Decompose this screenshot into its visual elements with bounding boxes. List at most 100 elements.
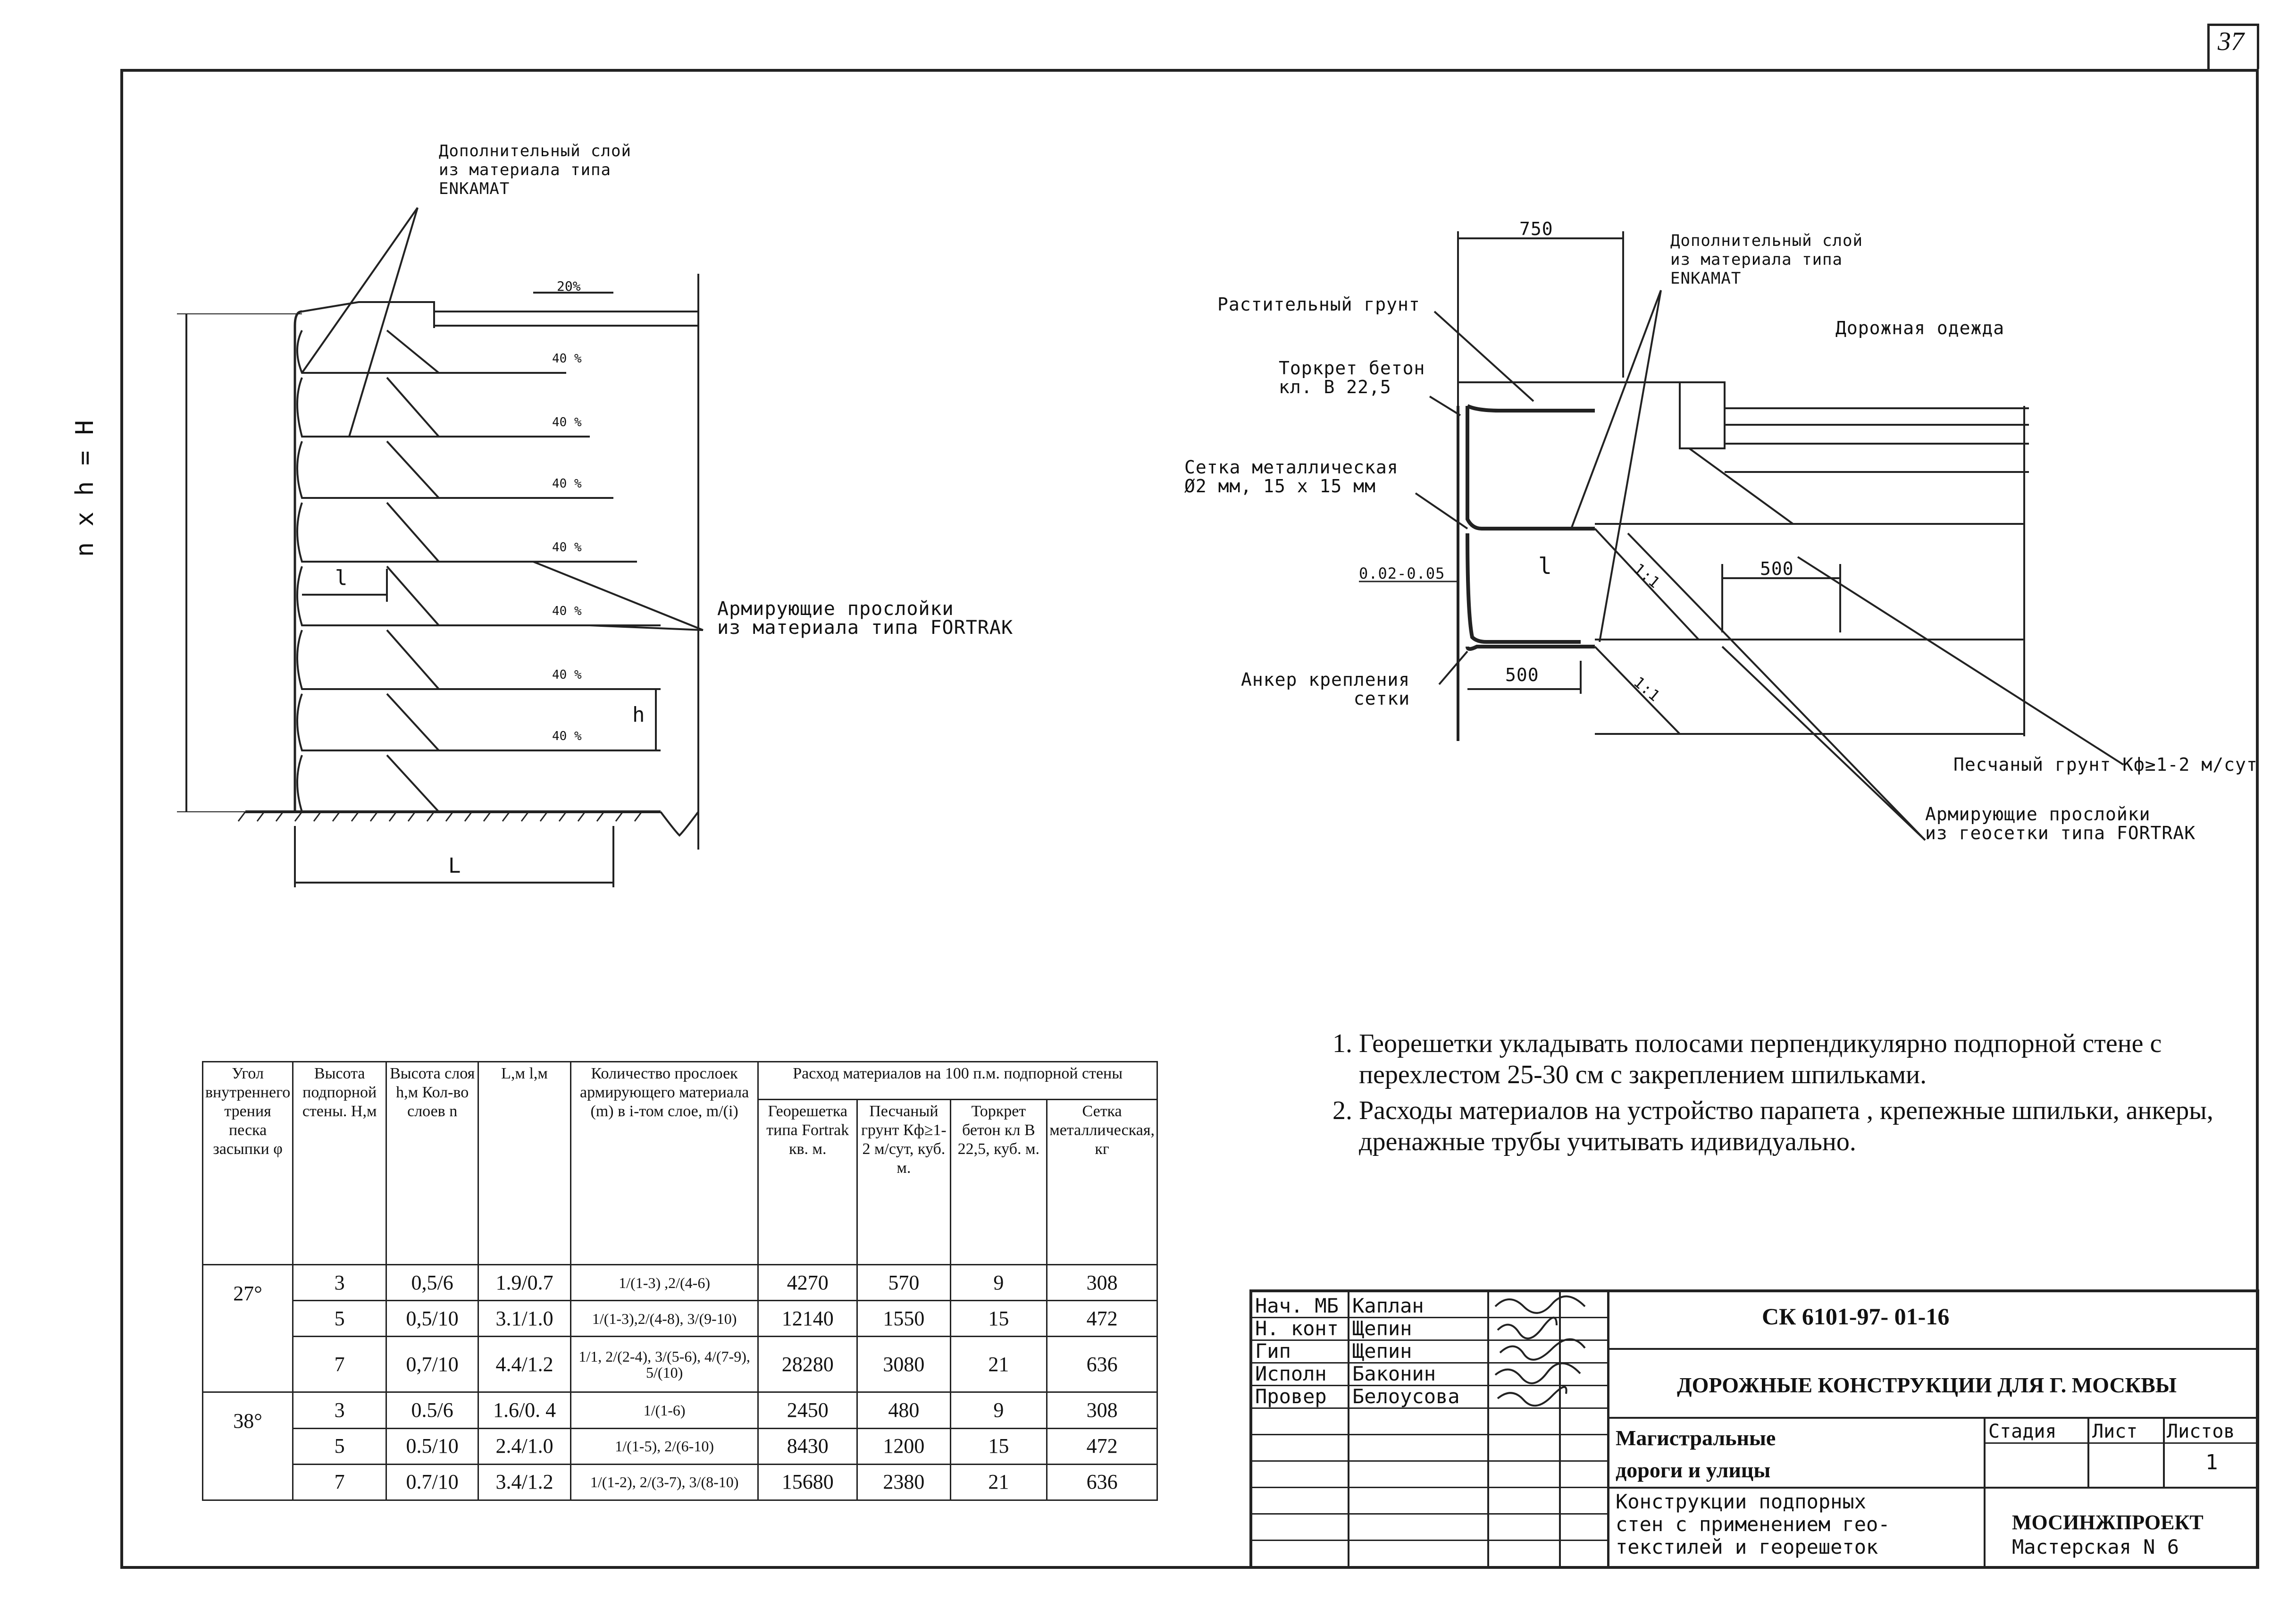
cell-Ll: 1.6/0. 4 <box>478 1391 571 1429</box>
cell-shotcrete: 21 <box>949 1336 1048 1393</box>
header-sand: Песчаный грунт Кф≥1-2 м/сут, куб. м. <box>856 1099 951 1265</box>
cell-Ll: 1.9/0.7 <box>478 1263 571 1302</box>
role-4: Исполн <box>1255 1362 1327 1385</box>
cell-mesh: 472 <box>1046 1300 1158 1338</box>
left-fortrak-label: Армирующие прослойки из материала типа F… <box>717 598 1014 639</box>
sand-label: Песчаный грунт Кф≥1-2 м/сут <box>1953 754 2258 775</box>
cell-fortrak: 12140 <box>757 1300 858 1338</box>
materials-table: Угол внутреннего трения песка засыпки φ … <box>201 1061 1158 1501</box>
name-1: Каплан <box>1352 1294 1424 1317</box>
cell-sand: 570 <box>856 1263 951 1302</box>
cell-Ll: 3.1/1.0 <box>478 1300 571 1338</box>
header-mesh: Сетка металлическая, кг <box>1046 1099 1158 1265</box>
left-enkamat-label: Дополнительный слой из материала типа EN… <box>439 142 631 198</box>
cell-shotcrete: 15 <box>949 1300 1048 1338</box>
shotcrete-label: Торкрет бетон кл. В 22,5 <box>1279 358 1425 397</box>
layer-slope-4: 40 % <box>552 540 582 555</box>
organization: МОСИНЖПРОЕКТ <box>2012 1511 2204 1534</box>
cell-sand: 1550 <box>856 1300 951 1338</box>
sheet-number-box <box>2207 24 2259 69</box>
L-dimension-label: L <box>448 854 461 878</box>
cell-H: 5 <box>292 1300 387 1338</box>
header-fortrak: Георешетка типа Fortrak кв. м. <box>757 1099 858 1265</box>
dim-750: 750 <box>1519 219 1553 239</box>
workshop: Мастерская N 6 <box>2012 1535 2179 1558</box>
layer-slope-5: 40 % <box>552 604 582 618</box>
cell-mesh: 308 <box>1046 1263 1158 1302</box>
header-L: L,м l,м <box>478 1061 571 1265</box>
height-dimension-label: n x h = H <box>71 420 99 557</box>
layer-slope-6: 40 % <box>552 668 582 682</box>
table-row: 7 0,7/10 4.4/1.2 1/1, 2/(2-4), 3/(5-6), … <box>203 1336 1158 1393</box>
table-row: 5 0.5/10 2.4/1.0 1/(1-5), 2/(6-10) 8430 … <box>203 1427 1158 1465</box>
cell-m: 1/(1-5), 2/(6-10) <box>570 1427 759 1465</box>
cell-m: 1/(1-3) ,2/(4-6) <box>570 1263 759 1302</box>
cell-shotcrete: 15 <box>949 1427 1048 1465</box>
cell-fortrak: 28280 <box>757 1336 858 1393</box>
ground-hatching <box>237 811 643 822</box>
dim-500-right: 500 <box>1760 558 1794 579</box>
sheets-value: 1 <box>2205 1450 2218 1474</box>
mesh-label: Сетка металлическая Ø2 мм, 15 х 15 мм <box>1184 457 1399 497</box>
cell-shotcrete: 9 <box>949 1391 1048 1429</box>
cell-hn: 0.7/10 <box>385 1463 479 1501</box>
table-row: 7 0.7/10 3.4/1.2 1/(1-2), 2/(3-7), 3/(8-… <box>203 1463 1158 1501</box>
header-layer: Высота слоя h,м Кол-во слоев n <box>385 1061 479 1265</box>
cell-mesh: 308 <box>1046 1391 1158 1429</box>
cell-H: 5 <box>292 1427 387 1465</box>
cell-Ll: 3.4/1.2 <box>478 1463 571 1501</box>
role-1: Нач. МБ <box>1255 1294 1339 1317</box>
cell-hn: 0,5/6 <box>385 1263 479 1302</box>
cell-Ll: 2.4/1.0 <box>478 1427 571 1465</box>
role-5: Провер <box>1255 1385 1327 1408</box>
right-fortrak-label: Армирующие прослойки из геосетки типа FO… <box>1925 804 2196 843</box>
header-consumption: Расход материалов на 100 п.м. подпорной … <box>757 1061 1158 1100</box>
cell-sand: 1200 <box>856 1427 951 1465</box>
name-4: Баконин <box>1352 1362 1436 1385</box>
dim-500-bottom: 500 <box>1505 665 1539 685</box>
doc-code: СК 6101-97- 01-16 <box>1762 1303 1950 1330</box>
role-2: Н. конт <box>1255 1317 1339 1340</box>
layer-slope-3: 40 % <box>552 477 582 491</box>
cell-H: 7 <box>292 1463 387 1501</box>
cell-hn: 0.5/10 <box>385 1427 479 1465</box>
cell-Ll: 4.4/1.2 <box>478 1336 571 1393</box>
angle-cell: 38° <box>201 1391 294 1501</box>
note-2: Расходы материалов на устройство парапет… <box>1359 1095 2218 1157</box>
angle-cell: 27° <box>201 1263 294 1393</box>
subject-line-2: дороги и улицы <box>1616 1458 1771 1482</box>
cell-m: 1/(1-3),2/(4-8), 3/(9-10) <box>570 1300 759 1338</box>
header-height: Высота подпорной стены. Н,м <box>292 1061 387 1265</box>
right-enkamat-label: Дополнительный слой из материала типа EN… <box>1670 231 1863 288</box>
cell-m: 1/(1-2), 2/(3-7), 3/(8-10) <box>570 1463 759 1501</box>
sheet-number: 37 <box>2218 27 2244 56</box>
stage-label: Стадия <box>1988 1421 2057 1442</box>
layer-slope-2: 40 % <box>552 415 582 429</box>
left-wall-section <box>177 207 704 887</box>
cell-mesh: 472 <box>1046 1427 1158 1465</box>
title-block: Нач. МБ Н. конт Гип Исполн Провер Каплан… <box>1249 1289 2259 1569</box>
anchor-label: Анкер крепления сетки <box>1241 669 1410 709</box>
sheet-title: Конструкции подпорных стен с применением… <box>1616 1490 1890 1558</box>
cell-fortrak: 8430 <box>757 1427 858 1465</box>
table-row: 5 0,5/10 3.1/1.0 1/(1-3),2/(4-8), 3/(9-1… <box>203 1300 1158 1338</box>
cell-hn: 0,7/10 <box>385 1336 479 1393</box>
cell-fortrak: 2450 <box>757 1391 858 1429</box>
topsoil-label: Растительный грунт <box>1217 294 1420 315</box>
name-2: Щепин <box>1352 1317 1412 1340</box>
table-row: 27° 3 0,5/6 1.9/0.7 1/(1-3) ,2/(4-6) 427… <box>201 1263 1158 1393</box>
signatures <box>1494 1295 1586 1407</box>
header-count: Количество прослоек армирующего материал… <box>570 1061 759 1265</box>
name-5: Белоусова <box>1352 1385 1460 1408</box>
cell-fortrak: 4270 <box>757 1263 858 1302</box>
road-pavement-label: Дорожная одежда <box>1835 318 2005 338</box>
cell-shotcrete: 9 <box>949 1263 1048 1302</box>
project-title: ДОРОЖНЫЕ КОНСТРУКЦИИ ДЛЯ Г. МОСКВЫ <box>1677 1373 2177 1397</box>
left-top-slope: 20% <box>557 278 581 294</box>
cell-sand: 3080 <box>856 1336 951 1393</box>
role-3: Гип <box>1255 1339 1291 1363</box>
right-l-label: l <box>1538 553 1552 580</box>
cell-H: 7 <box>292 1336 387 1393</box>
cell-hn: 0,5/10 <box>385 1300 479 1338</box>
